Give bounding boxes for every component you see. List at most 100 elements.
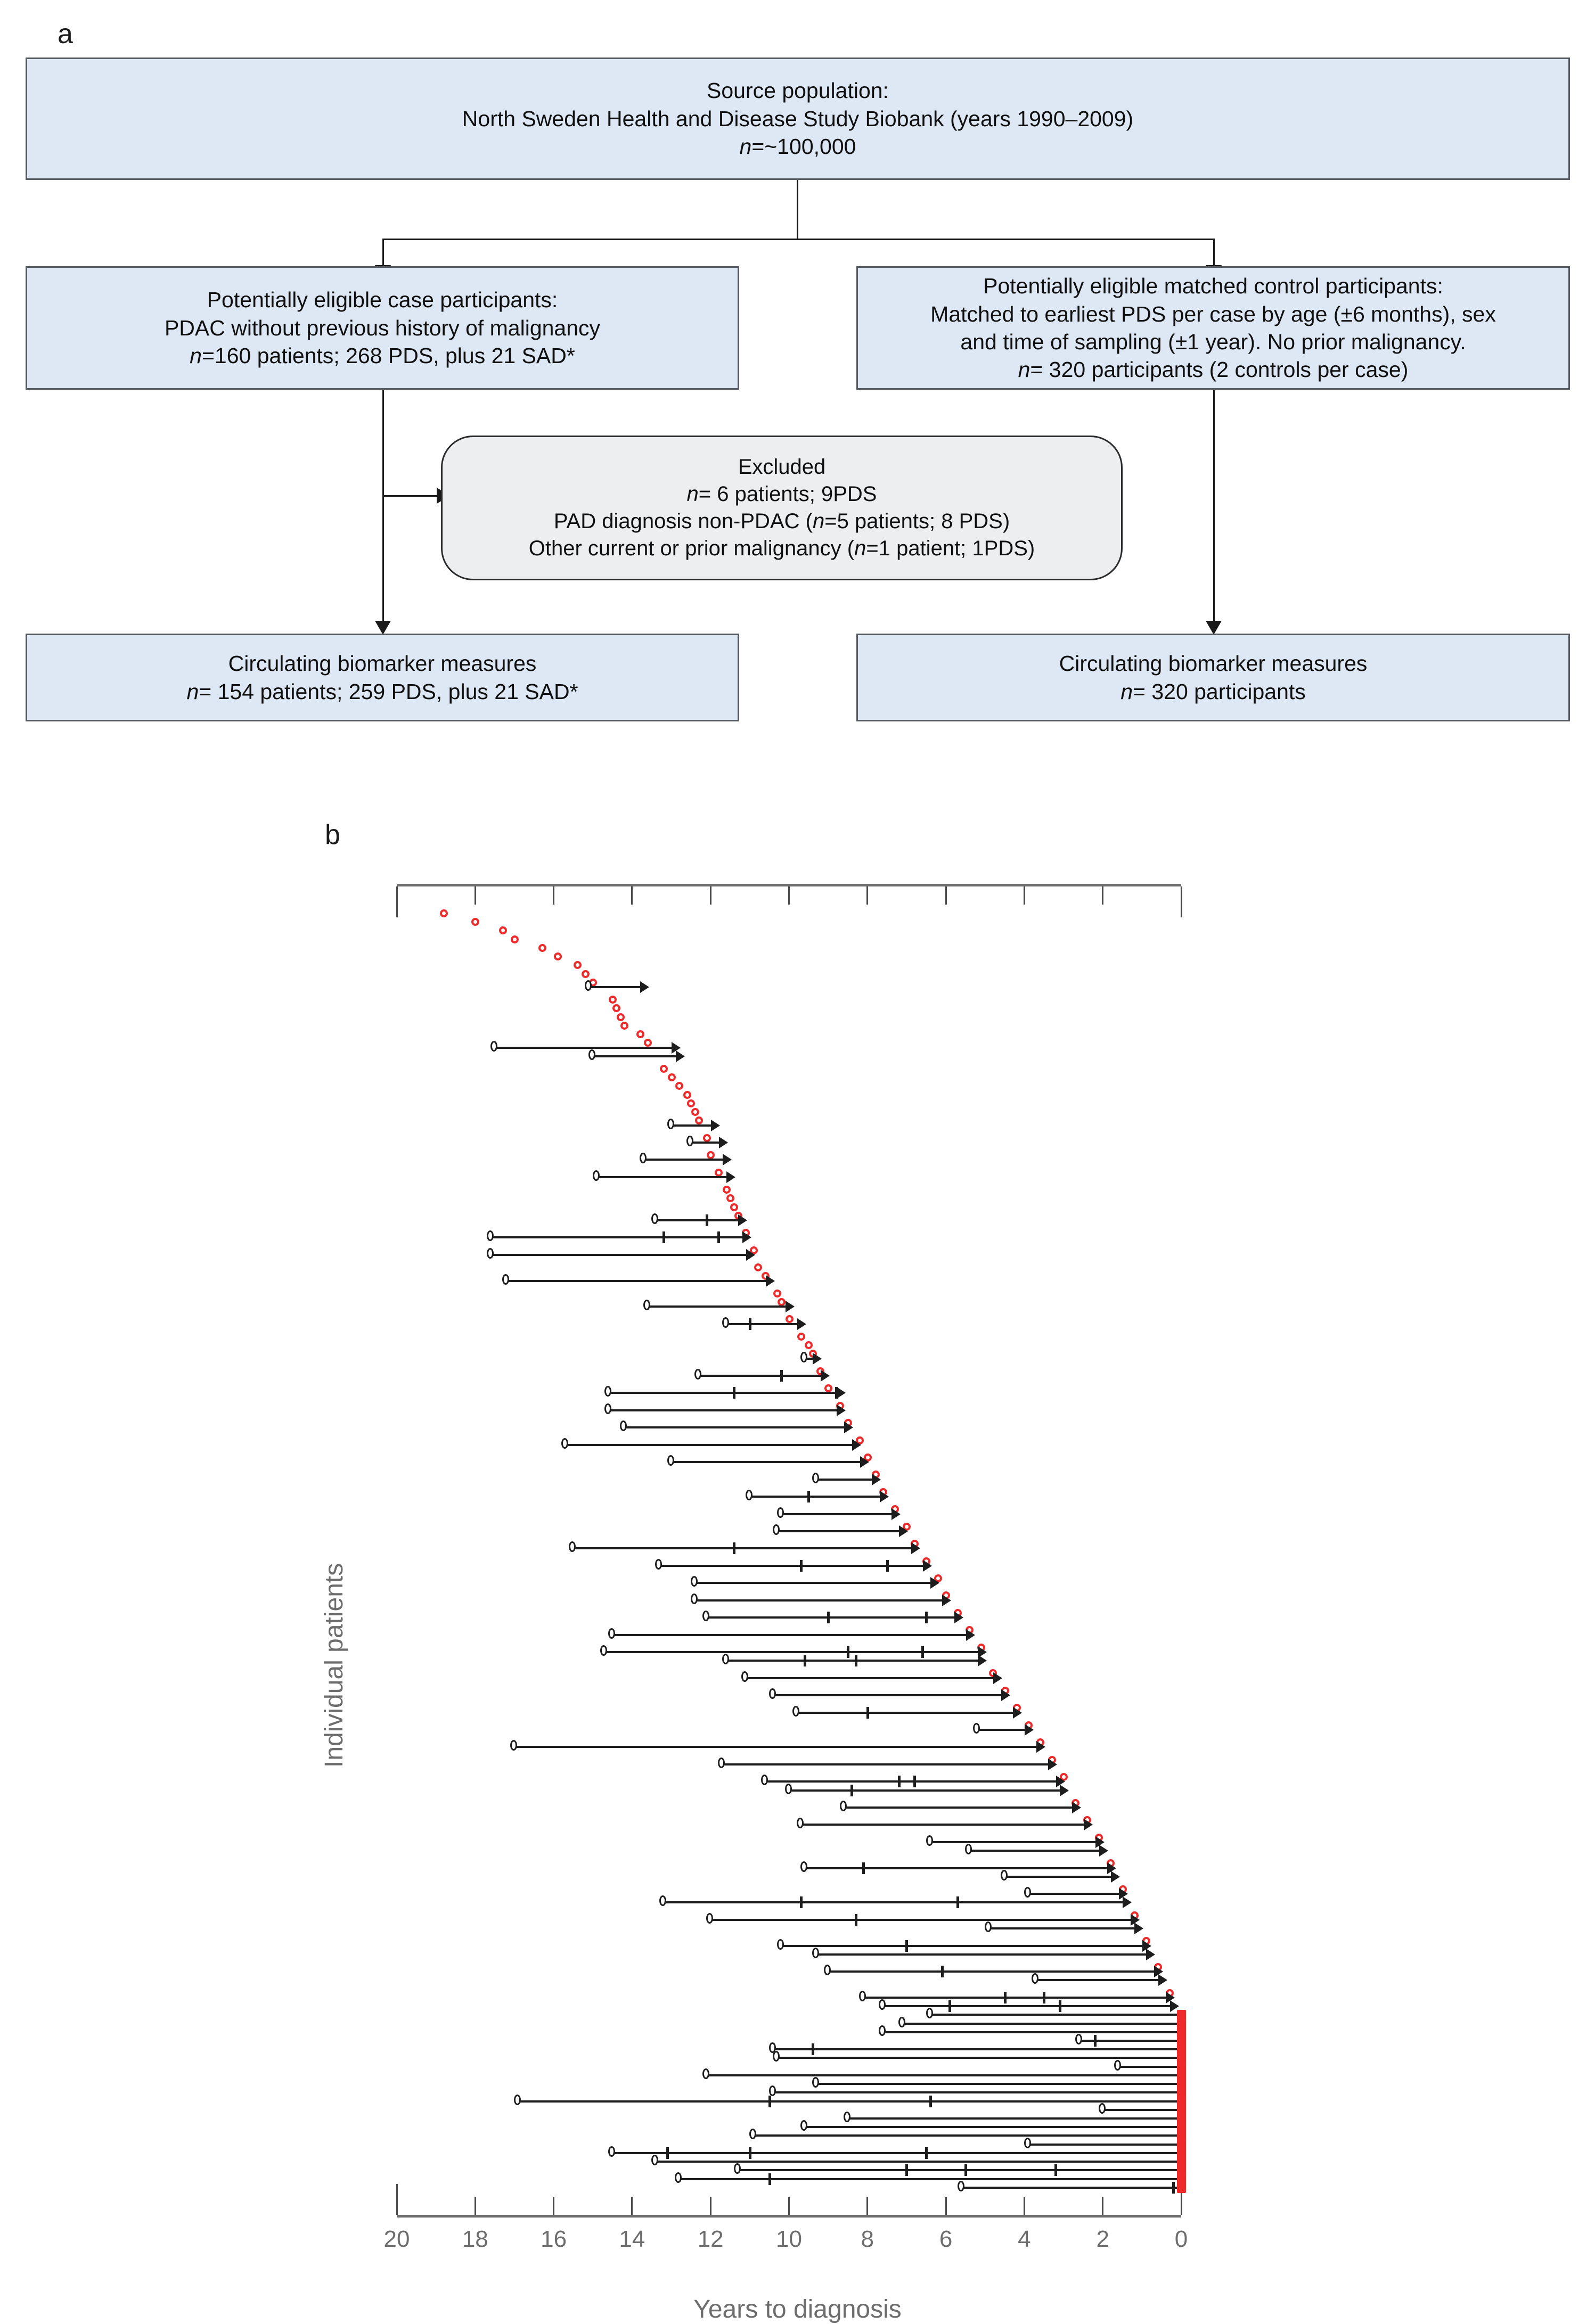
case-output-box: Circulating biomarker measures n= 154 pa…: [26, 634, 739, 721]
last-sample-marker: [899, 1525, 909, 1537]
sample-span: [490, 1253, 754, 1256]
last-sample-marker: [718, 1136, 728, 1148]
first-sample-marker: [608, 1628, 616, 1639]
eligible-controls-line-1: Potentially eligible matched control par…: [983, 274, 1443, 299]
first-sample-marker: [773, 1524, 780, 1535]
connector-to-controls: [1213, 239, 1215, 268]
sample-marker: [854, 1655, 857, 1667]
sample-marker: [811, 2043, 814, 2056]
first-sample-marker: [690, 1576, 698, 1587]
case-output-line-1: Circulating biomarker measures: [228, 651, 537, 676]
eligible-controls-line-4: n= 320 participants (2 controls per case…: [1018, 357, 1409, 382]
first-sample-marker: [694, 1368, 702, 1379]
first-sample-marker: [926, 2008, 933, 2019]
sample-span: [773, 1694, 1009, 1697]
single-sample-marker: [573, 961, 582, 970]
sample-marker: [846, 1646, 849, 1658]
panel-b-label: b: [325, 819, 340, 850]
x-axis-title: Years to diagnosis: [693, 2295, 902, 2323]
single-sample-marker: [675, 1082, 684, 1090]
sample-span: [863, 1996, 1174, 1999]
single-sample-marker: [773, 1289, 782, 1298]
first-sample-marker: [702, 2068, 709, 2079]
sample-span: [844, 1806, 1079, 1809]
sample-span: [706, 2074, 1181, 2076]
sample-marker: [768, 2095, 771, 2107]
last-sample-marker: [942, 1594, 952, 1606]
diagnosis-sample-marker: [1177, 2182, 1186, 2193]
last-sample-marker: [922, 1559, 932, 1572]
source-population-line-2: North Sweden Health and Disease Study Bi…: [462, 106, 1134, 131]
sample-span: [1004, 1875, 1119, 1878]
plot-area: [396, 884, 1186, 2218]
first-sample-marker: [812, 1947, 820, 1958]
x-tick-top-16: [553, 886, 555, 905]
last-sample-marker: [836, 1387, 846, 1399]
sample-marker: [827, 1612, 830, 1624]
sample-span: [656, 1219, 746, 1221]
first-sample-marker: [1000, 1869, 1008, 1880]
first-sample-marker: [859, 1990, 866, 2001]
first-sample-marker: [1032, 1973, 1039, 1984]
single-sample-marker: [636, 1030, 644, 1039]
control-output-line-2: n= 320 participants: [1120, 679, 1306, 704]
sample-span: [710, 1918, 1138, 1921]
first-sample-marker: [776, 1939, 784, 1950]
first-sample-marker: [761, 1775, 768, 1786]
single-sample-marker: [581, 970, 590, 978]
x-tick-bottom-6: [945, 2197, 947, 2215]
sample-marker: [862, 1862, 865, 1874]
sample-span: [648, 1305, 793, 1308]
first-sample-marker: [784, 1783, 792, 1794]
first-sample-marker: [812, 1472, 820, 1483]
eligible-cases-box: Potentially eligible case participants: …: [26, 266, 739, 390]
first-sample-marker: [792, 1705, 800, 1717]
sample-span: [694, 1582, 938, 1584]
sample-marker: [748, 1318, 751, 1330]
single-sample-marker: [785, 1315, 794, 1324]
sample-marker: [929, 2095, 932, 2107]
single-sample-marker: [714, 1168, 723, 1177]
sample-span: [754, 2134, 1181, 2137]
sample-marker: [948, 2000, 952, 2013]
last-sample-marker: [977, 1655, 987, 1667]
single-sample-marker: [616, 1013, 625, 1021]
sample-marker: [705, 1214, 708, 1226]
first-sample-marker: [1024, 2137, 1031, 2148]
single-sample-marker: [722, 1186, 731, 1194]
sample-span: [514, 1746, 1044, 1748]
last-sample-marker: [821, 1369, 830, 1382]
x-tick-bottom-4: [1023, 2197, 1025, 2215]
sample-span: [930, 1841, 1103, 1843]
sample-marker: [925, 1612, 928, 1624]
sample-marker: [717, 1231, 720, 1244]
x-tick-top-6: [945, 886, 947, 905]
sample-marker: [905, 2164, 909, 2177]
excluded-line-2: n= 6 patients; 9PDS: [686, 482, 877, 506]
sample-marker: [854, 1914, 857, 1926]
first-sample-marker: [843, 2112, 850, 2122]
sample-span: [573, 1547, 919, 1550]
single-sample-marker: [553, 952, 562, 961]
sample-span: [679, 2178, 1181, 2180]
sample-span: [706, 1616, 962, 1619]
eligible-controls-line-2: Matched to earliest PDS per case by age …: [930, 301, 1496, 326]
x-tick-top-18: [474, 886, 476, 905]
sample-span: [1028, 1893, 1126, 1895]
first-sample-marker: [800, 1351, 807, 1362]
last-sample-marker: [911, 1542, 920, 1555]
first-sample-marker: [490, 1040, 498, 1052]
first-sample-marker: [584, 980, 592, 991]
x-tick-top-0: [1180, 886, 1182, 917]
sample-span: [969, 1850, 1107, 1852]
first-sample-marker: [722, 1654, 729, 1665]
first-sample-marker: [926, 1835, 933, 1846]
sample-span: [746, 1677, 1001, 1679]
sample-marker: [905, 1940, 909, 1952]
single-sample-marker: [683, 1090, 691, 1099]
sample-span: [847, 2117, 1181, 2120]
sample-marker: [850, 1784, 854, 1796]
sample-span: [749, 1496, 887, 1498]
sample-span: [828, 1970, 1162, 1973]
last-sample-marker: [1071, 1802, 1081, 1814]
